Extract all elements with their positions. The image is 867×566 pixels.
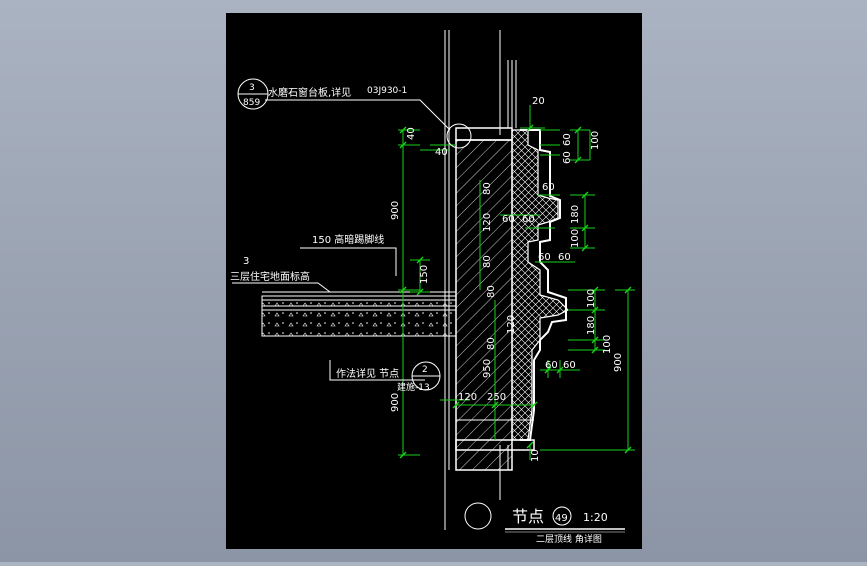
dimension-tick [416,256,424,264]
dim-180-b: 180 [586,316,597,335]
dimension-tick [591,346,599,354]
dim-60-e: 60 [522,214,535,225]
title-scale: 1:20 [583,511,608,524]
dimension-tick [530,401,538,409]
dim-100-d: 100 [602,335,613,354]
dim-100-a: 100 [590,131,601,150]
reference-circle-1 [237,78,269,110]
dim-120-bottom: 120 [458,392,477,403]
leader-lines [232,99,451,381]
dim-20-top: 20 [532,96,545,107]
floor-level-label: 三层住宅地面标高 [230,270,310,283]
ref1-top: 3 [249,83,255,93]
dimension-tick [544,366,552,374]
dim-80-d: 80 [486,337,497,350]
dim-60-f: 60 [538,252,551,263]
dimension-tick [591,286,599,294]
wall-section [455,127,570,471]
dim-900-right: 900 [613,353,624,372]
dim-120-b: 120 [506,315,517,334]
dimension-tick [624,446,632,454]
dimension-tick [581,244,589,252]
dimension-tick [491,401,499,409]
dimension-tick [574,126,582,134]
dimension-tick [399,141,407,149]
dim-60-a: 60 [562,133,573,146]
dimension-lines [398,105,635,460]
dimension-tick [416,288,424,296]
dimension-tick [399,126,407,134]
dim-900-lower: 900 [390,393,401,412]
dim-10-bottom: 10 [530,449,541,462]
floor-number: 3 [243,256,249,267]
title-sub: 二层顶线 角详图 [536,533,602,545]
dimension-tick [624,286,632,294]
title-num: 49 [555,513,568,524]
dimension-tick [581,191,589,199]
ref1-text: 水磨石窗台板,详见 [268,86,351,99]
reference-circle-2 [411,361,441,391]
dimension-tick [399,451,407,459]
dim-900-upper: 900 [390,201,401,220]
dim-120-a: 120 [482,213,493,232]
dim-100-c: 100 [586,289,597,308]
dim-60-c: 60 [542,182,555,193]
dimension-tick [591,336,599,344]
baseboard-label: 150 高暗踢脚线 [312,233,384,246]
dimension-tick [452,401,460,409]
dim-100-b: 100 [570,229,581,248]
dimension-ticks [399,124,632,459]
dimension-tick [574,156,582,164]
dim-40-side: 40 [435,147,448,158]
dim-80-b: 80 [482,255,493,268]
ref2-bottom: 建施-13 [397,381,430,393]
dimension-tick [399,286,407,294]
dimension-tick [526,441,534,449]
ref1-bottom: 859 [243,98,260,108]
dim-180-a: 180 [570,205,581,224]
detail-ref-text: 作法详见 节点 [336,367,399,380]
dim-150: 150 [419,265,430,284]
annotations: 3 859 水磨石窗台板,详见 03J930-1 150 高暗踢脚线 3 三层住… [230,83,430,393]
floor-slab [261,291,457,337]
dim-60-g: 60 [558,252,571,263]
dim-80-c: 80 [486,285,497,298]
dimension-tick [581,224,589,232]
dim-80-a: 80 [482,182,493,195]
title-block: 节点 49 1:20 二层顶线 角详图 [464,502,625,545]
dim-60-d: 60 [502,214,515,225]
dimension-tick [556,366,564,374]
dimension-tick [591,306,599,314]
drawing-area [226,13,642,549]
dim-950: 950 [482,359,493,378]
callout-circle [446,123,472,149]
dimension-tick [526,124,534,132]
dim-60-h: 60 [545,360,558,371]
dim-40-top: 40 [406,127,417,140]
dim-60-b: 60 [562,151,573,164]
ref2-top: 2 [422,365,428,375]
dimension-labels: 40 40 900 150 900 120 250 20 10 60 60 10… [390,96,624,462]
dim-250: 250 [487,392,506,403]
dim-60-i: 60 [563,360,576,371]
ref1-code: 03J930-1 [367,86,407,96]
title-main: 节点 [512,507,544,526]
